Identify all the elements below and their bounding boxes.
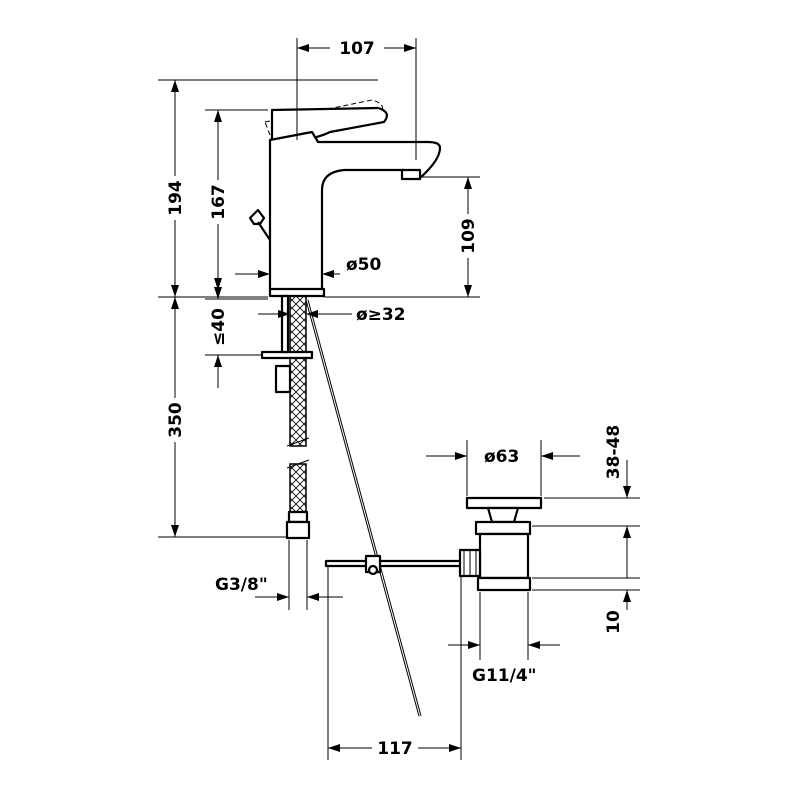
dim-thickness40: ≤40 <box>205 276 268 388</box>
popup-rod-top <box>257 221 271 241</box>
dim-109-label: 109 <box>459 218 479 254</box>
dim-167-label: 167 <box>209 184 229 220</box>
dim-107: 107 <box>296 36 417 160</box>
faucet <box>248 99 442 298</box>
hose-break-top <box>286 437 310 447</box>
dim-10-label: 10 <box>604 610 624 634</box>
dim-g38-label: G3/8" <box>215 575 268 595</box>
dim-10: 10 <box>532 577 640 634</box>
faucet-body <box>268 130 442 292</box>
dim-dia50-label: ø50 <box>346 255 382 275</box>
waste-drain <box>458 496 543 592</box>
dim-350: 350 <box>158 297 288 538</box>
hose-fitting-nut <box>285 520 311 540</box>
faucet-base <box>268 287 326 298</box>
dim-dia63-label: ø63 <box>484 447 519 467</box>
lever-handle <box>270 106 388 142</box>
dim-dia32: ø≥32 <box>258 305 406 325</box>
threaded-rod <box>280 294 290 354</box>
drain-plug-top <box>486 506 520 524</box>
linkage-screw <box>367 564 379 576</box>
drain-neck <box>474 520 532 536</box>
fixing-nut <box>274 364 292 394</box>
dim-dia50: ø50 <box>235 255 382 284</box>
dim-g38: G3/8" <box>215 540 343 610</box>
dim-167: 167 <box>205 109 268 290</box>
dim-117-label: 117 <box>377 739 413 759</box>
hose-braid-upper <box>289 295 307 447</box>
dim-g114-label: G11/4" <box>472 666 537 686</box>
drain-flange <box>465 496 543 510</box>
dim-109: 109 <box>324 176 480 298</box>
drain-body <box>478 532 530 580</box>
hose-fitting-collar <box>287 510 309 524</box>
dim-dia32-label: ø≥32 <box>356 305 406 325</box>
linkage-rod <box>324 559 468 568</box>
popup-rod <box>305 299 468 717</box>
dim-194: 194 <box>158 79 378 298</box>
aerator <box>400 168 422 181</box>
dim-g114: G11/4" <box>448 592 560 686</box>
hose-braid-lower <box>289 463 307 513</box>
hose-break-bottom <box>286 459 310 469</box>
dim-dia63: ø63 <box>426 440 580 496</box>
dim-350-label: 350 <box>166 402 186 438</box>
dim-38-48-label: 38-48 <box>604 425 624 479</box>
popup-rod-knob <box>248 208 266 226</box>
dim-thickness40-label: ≤40 <box>209 308 229 346</box>
dim-117: 117 <box>327 565 462 760</box>
supply-hose <box>260 294 314 540</box>
dim-38-48: 38-48 <box>532 425 640 578</box>
popup-rod-line-inner <box>306 299 421 717</box>
dim-107-label: 107 <box>339 39 375 59</box>
drain-nut <box>476 576 532 592</box>
dim-194-label: 194 <box>166 180 186 216</box>
